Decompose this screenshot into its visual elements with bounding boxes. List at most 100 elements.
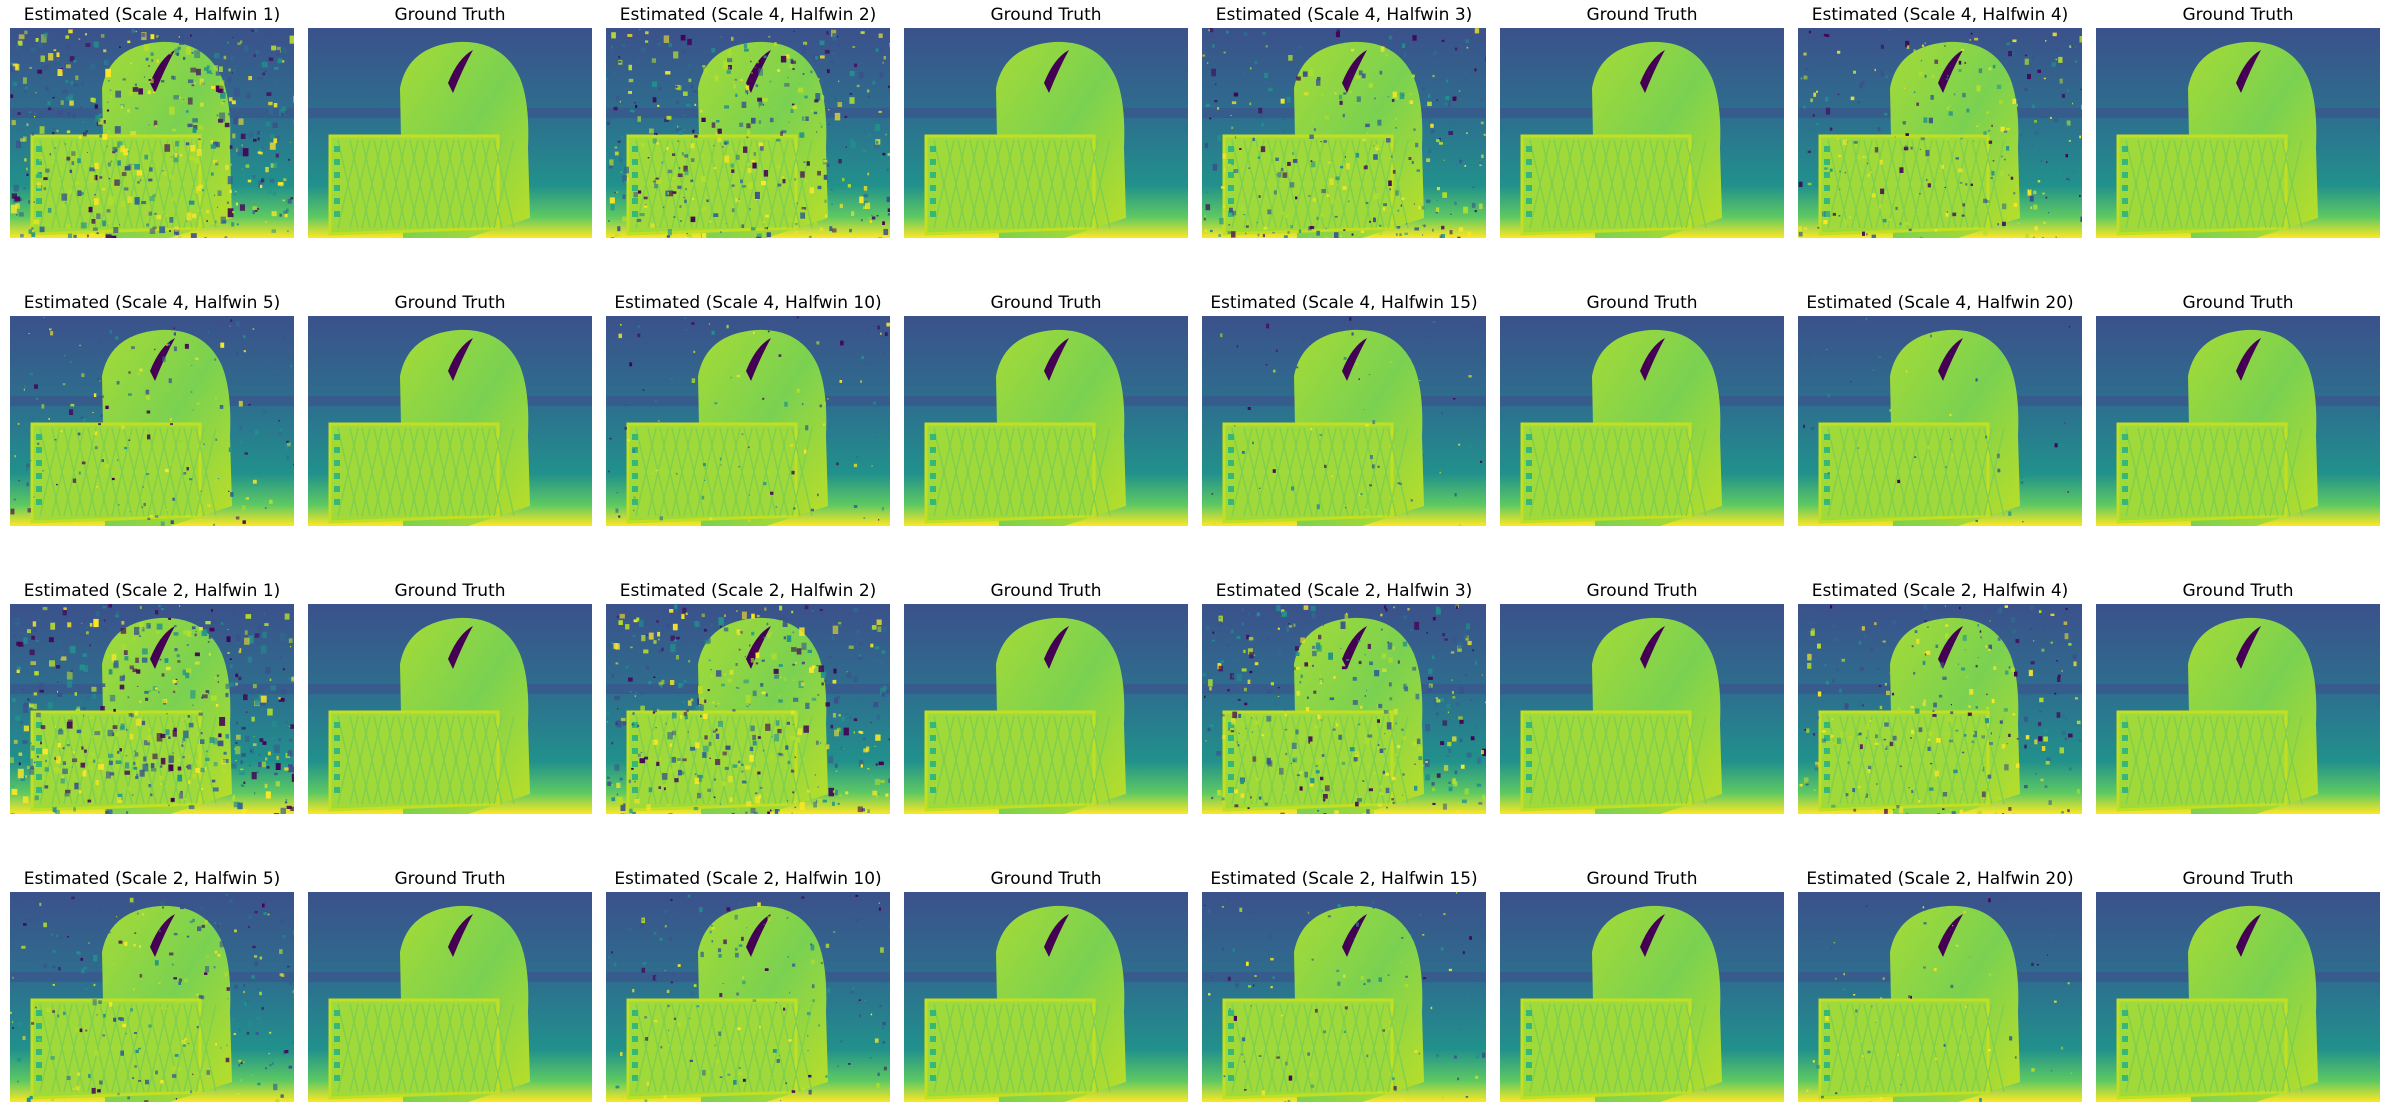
ground-truth-depth-map <box>904 316 1188 526</box>
ground-truth-depth-map <box>2096 892 2380 1102</box>
panel-title: Ground Truth <box>394 869 506 889</box>
estimated-depth-map <box>606 28 890 238</box>
crate-shape <box>924 134 1096 236</box>
crate-shape <box>2116 998 2288 1100</box>
panel-title: Ground Truth <box>2182 293 2294 313</box>
panel-title: Estimated (Scale 4, Halfwin 5) <box>23 293 281 313</box>
ground-truth-depth-map <box>904 28 1188 238</box>
crate-shape <box>1520 710 1692 812</box>
panel-title: Estimated (Scale 4, Halfwin 4) <box>1811 5 2069 25</box>
panel-title: Ground Truth <box>2182 5 2294 25</box>
crate-shape <box>30 998 202 1100</box>
estimated-depth-map <box>1798 316 2082 526</box>
estimated-panel: Estimated (Scale 2, Halfwin 3) <box>1202 580 1486 816</box>
panel-title: Estimated (Scale 4, Halfwin 3) <box>1215 5 1473 25</box>
ground-truth-depth-map <box>904 604 1188 814</box>
panel-title: Estimated (Scale 2, Halfwin 3) <box>1215 581 1473 601</box>
ground-truth-depth-map <box>1500 604 1784 814</box>
ground-truth-depth-map <box>2096 604 2380 814</box>
panel-title: Ground Truth <box>1586 293 1698 313</box>
estimated-panel: Estimated (Scale 4, Halfwin 15) <box>1202 292 1486 528</box>
crate-shape <box>1222 710 1394 812</box>
ground-truth-panel: Ground Truth <box>2096 4 2380 240</box>
crate-shape <box>2116 710 2288 812</box>
estimated-depth-map <box>1202 892 1486 1102</box>
crate-shape <box>1222 134 1394 236</box>
ground-truth-depth-map <box>308 28 592 238</box>
panel-title: Estimated (Scale 2, Halfwin 15) <box>1210 869 1478 889</box>
ground-truth-depth-map <box>904 892 1188 1102</box>
crate-shape <box>626 998 798 1100</box>
crate-shape <box>1818 710 1990 812</box>
panel-title: Ground Truth <box>990 581 1102 601</box>
panel-title: Estimated (Scale 4, Halfwin 1) <box>23 5 281 25</box>
panel-title: Ground Truth <box>990 5 1102 25</box>
crate-shape <box>1818 422 1990 524</box>
estimated-depth-map <box>606 316 890 526</box>
ground-truth-panel: Ground Truth <box>904 4 1188 240</box>
panel-title: Ground Truth <box>2182 581 2294 601</box>
crate-shape <box>1818 998 1990 1100</box>
crate-shape <box>924 998 1096 1100</box>
ground-truth-panel: Ground Truth <box>2096 868 2380 1104</box>
ground-truth-panel: Ground Truth <box>2096 292 2380 528</box>
panel-title: Ground Truth <box>1586 5 1698 25</box>
ground-truth-depth-map <box>308 604 592 814</box>
estimated-panel: Estimated (Scale 4, Halfwin 4) <box>1798 4 2082 240</box>
ground-truth-panel: Ground Truth <box>308 4 592 240</box>
panel-title: Estimated (Scale 2, Halfwin 1) <box>23 581 281 601</box>
estimated-panel: Estimated (Scale 2, Halfwin 2) <box>606 580 890 816</box>
panel-title: Ground Truth <box>1586 869 1698 889</box>
estimated-panel: Estimated (Scale 4, Halfwin 20) <box>1798 292 2082 528</box>
estimated-depth-map <box>10 316 294 526</box>
ground-truth-panel: Ground Truth <box>2096 580 2380 816</box>
crate-shape <box>626 422 798 524</box>
estimated-depth-map <box>606 604 890 814</box>
ground-truth-panel: Ground Truth <box>904 580 1188 816</box>
estimated-panel: Estimated (Scale 2, Halfwin 5) <box>10 868 294 1104</box>
ground-truth-panel: Ground Truth <box>308 580 592 816</box>
ground-truth-panel: Ground Truth <box>1500 580 1784 816</box>
estimated-panel: Estimated (Scale 2, Halfwin 10) <box>606 868 890 1104</box>
panel-title: Estimated (Scale 2, Halfwin 20) <box>1806 869 2074 889</box>
crate-shape <box>2116 422 2288 524</box>
panel-title: Estimated (Scale 2, Halfwin 10) <box>614 869 882 889</box>
estimated-depth-map <box>606 892 890 1102</box>
crate-shape <box>1520 422 1692 524</box>
estimated-depth-map <box>1798 604 2082 814</box>
ground-truth-depth-map <box>308 892 592 1102</box>
ground-truth-panel: Ground Truth <box>904 292 1188 528</box>
panel-title: Estimated (Scale 4, Halfwin 10) <box>614 293 882 313</box>
estimated-panel: Estimated (Scale 2, Halfwin 1) <box>10 580 294 816</box>
panel-title: Ground Truth <box>394 581 506 601</box>
panel-title: Estimated (Scale 4, Halfwin 20) <box>1806 293 2074 313</box>
ground-truth-panel: Ground Truth <box>1500 292 1784 528</box>
crate-shape <box>1520 134 1692 236</box>
crate-shape <box>1818 134 1990 236</box>
estimated-depth-map <box>10 604 294 814</box>
ground-truth-depth-map <box>1500 316 1784 526</box>
estimated-panel: Estimated (Scale 2, Halfwin 20) <box>1798 868 2082 1104</box>
ground-truth-panel: Ground Truth <box>1500 4 1784 240</box>
panel-title: Estimated (Scale 4, Halfwin 2) <box>619 5 877 25</box>
crate-shape <box>328 710 500 812</box>
crate-shape <box>2116 134 2288 236</box>
crate-shape <box>1222 998 1394 1100</box>
crate-shape <box>1520 998 1692 1100</box>
crate-shape <box>328 422 500 524</box>
ground-truth-depth-map <box>308 316 592 526</box>
crate-shape <box>924 710 1096 812</box>
estimated-depth-map <box>1202 316 1486 526</box>
panel-title: Ground Truth <box>394 293 506 313</box>
panel-title: Estimated (Scale 2, Halfwin 2) <box>619 581 877 601</box>
ground-truth-panel: Ground Truth <box>308 868 592 1104</box>
estimated-panel: Estimated (Scale 4, Halfwin 5) <box>10 292 294 528</box>
panel-title: Ground Truth <box>990 293 1102 313</box>
estimated-depth-map <box>10 892 294 1102</box>
ground-truth-depth-map <box>2096 28 2380 238</box>
panel-title: Estimated (Scale 4, Halfwin 15) <box>1210 293 1478 313</box>
ground-truth-panel: Ground Truth <box>308 292 592 528</box>
panel-title: Ground Truth <box>2182 869 2294 889</box>
ground-truth-depth-map <box>1500 28 1784 238</box>
